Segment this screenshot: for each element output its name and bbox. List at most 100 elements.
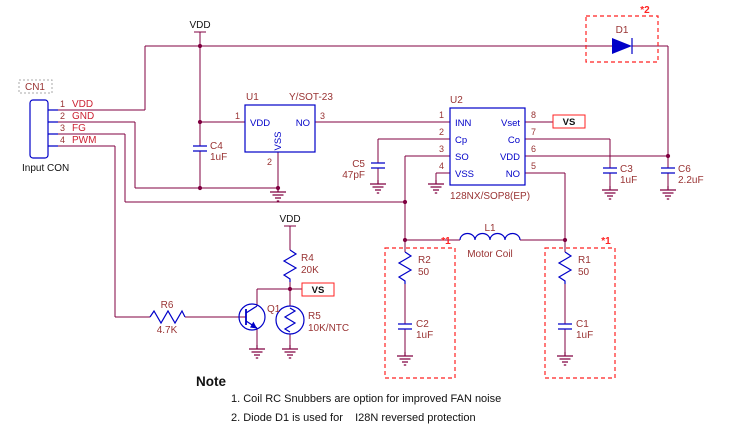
cn1-ref-outline [18, 79, 53, 94]
junction-dot [402, 199, 408, 205]
l1-ref-label: L1 [484, 223, 496, 234]
net-label-gnd: GND [72, 111, 94, 122]
u2-pin1-number: 1 [439, 110, 444, 120]
ground-symbol-r5 [282, 345, 298, 359]
c4-ref-label: C4 [210, 141, 223, 152]
note-line-2: 2. Diode D1 is used for I28N reversed pr… [231, 412, 476, 424]
net-label-fg: FG [72, 123, 86, 134]
capacitor-c5: C5 47pF [342, 159, 385, 181]
c6-ref-label: C6 [678, 164, 691, 175]
c2-value-label: 1uF [416, 330, 433, 341]
r1-value-label: 50 [578, 267, 590, 278]
u1-ref-label: U1 [246, 92, 259, 103]
c6-value-label: 2.2uF [678, 175, 704, 186]
diode-d1-option: *2 D1 [585, 5, 659, 63]
u2-pin-cp: Cp [455, 135, 467, 146]
r6-symbol [149, 309, 186, 325]
u1-pin2-number: 2 [267, 157, 272, 167]
driver-u2: U2 128NX/SOP8(EP) 1 2 3 4 INN Cp SO VSS … [439, 95, 536, 202]
u1-pin-vdd: VDD [250, 118, 270, 129]
c5-value-label: 47pF [342, 170, 365, 181]
q1-circle [238, 303, 266, 331]
transistor-q1: Q1 [238, 303, 281, 331]
net-label-vdd: VDD [72, 99, 93, 110]
junction-dot [197, 119, 203, 125]
r4-value-label: 20K [301, 265, 319, 276]
regulator-u1: U1 Y/SOT-23 VDD NO VSS 1 3 2 [235, 92, 333, 167]
u2-pin3-number: 3 [439, 144, 444, 154]
r4-symbol [282, 249, 298, 282]
wire-cn1-nets [58, 46, 405, 318]
c6-symbol [661, 167, 675, 174]
vdd-flag-top: VDD [189, 20, 210, 31]
junction-dot [197, 185, 203, 191]
c4-value-label: 1uF [210, 152, 227, 163]
ground-symbol-c3 [602, 186, 618, 200]
u2-pin-inn: INN [455, 118, 472, 129]
wire-thermal-network [185, 225, 302, 345]
vs-flag-q1: VS [301, 282, 335, 297]
r5-value-label: 10K/NTC [308, 323, 349, 334]
capacitor-c2: C2 1uF [398, 319, 433, 341]
resistor-r1: R1 50 [557, 251, 591, 284]
junction-dot [402, 237, 408, 243]
u1-pin-no: NO [296, 118, 310, 129]
r6-ref-label: R6 [161, 300, 174, 311]
u2-pin-vss: VSS [455, 169, 474, 180]
vs-flag-box [552, 114, 586, 129]
u2-pin-vdd: VDD [500, 152, 520, 163]
u2-pin-so: SO [455, 152, 469, 163]
r2-symbol [397, 251, 413, 284]
cn1-body [29, 99, 49, 159]
u2-pin-vset: Vset [501, 118, 520, 129]
connector-cn1: CN1 1 2 3 4 VDD GND FG PWM Input CON [18, 79, 96, 174]
u2-pin7-number: 7 [531, 127, 536, 137]
snubber-left-option: *1 [384, 236, 456, 379]
l1-symbol [459, 232, 521, 241]
resistor-r2: R2 50 [397, 251, 431, 284]
u2-pin2-number: 2 [439, 127, 444, 137]
r6-value-label: 4.7K [157, 325, 178, 336]
r5-circle [275, 305, 305, 335]
u2-pin-no: NO [506, 169, 520, 180]
capacitor-c3: C3 1uF [603, 164, 637, 186]
ground-symbol-c6 [660, 186, 676, 200]
u2-ref-label: U2 [450, 95, 463, 106]
c2-ref-label: C2 [416, 319, 429, 330]
u2-pin-co: Co [508, 135, 520, 146]
vs-flag-label: VS [312, 285, 325, 296]
d1-option-box [585, 15, 659, 63]
r1-symbol [557, 251, 573, 284]
c3-symbol [603, 167, 617, 174]
wire-u2-left [377, 138, 450, 240]
r2-ref-label: R2 [418, 255, 431, 266]
cn1-caption: Input CON [22, 163, 69, 174]
vdd-flag-r4: VDD [279, 214, 300, 225]
u2-pin5-number: 5 [531, 161, 536, 171]
r4-ref-label: R4 [301, 253, 314, 264]
net-label-pwm: PWM [72, 135, 96, 146]
snubber-right-box [544, 247, 616, 379]
ground-symbol-c5 [370, 180, 386, 194]
u1-pin3-number: 3 [320, 111, 325, 121]
cn1-pin3-number: 3 [60, 123, 65, 133]
note-line-1: 1. Coil RC Snubbers are option for impro… [231, 393, 501, 405]
resistor-r6: R6 4.7K [149, 300, 186, 336]
d1-ref-label: D1 [616, 25, 629, 36]
q1-ref-label: Q1 [267, 304, 281, 315]
cn1-pin-stubs [48, 109, 58, 147]
r5-ref-label: R5 [308, 311, 321, 322]
q1-collector-emitter [245, 305, 258, 329]
u2-body [449, 107, 526, 186]
u1-part-label: Y/SOT-23 [289, 92, 333, 103]
q1-emitter-arrow [250, 321, 257, 329]
u1-pin1-number: 1 [235, 111, 240, 121]
c2-symbol [398, 323, 412, 330]
cn1-ref-label: CN1 [25, 82, 45, 93]
r2-value-label: 50 [418, 267, 430, 278]
cn1-pin4-number: 4 [60, 135, 65, 145]
u2-pin4-number: 4 [439, 161, 444, 171]
l1-caption: Motor Coil [467, 249, 513, 260]
junction-dot [562, 237, 568, 243]
